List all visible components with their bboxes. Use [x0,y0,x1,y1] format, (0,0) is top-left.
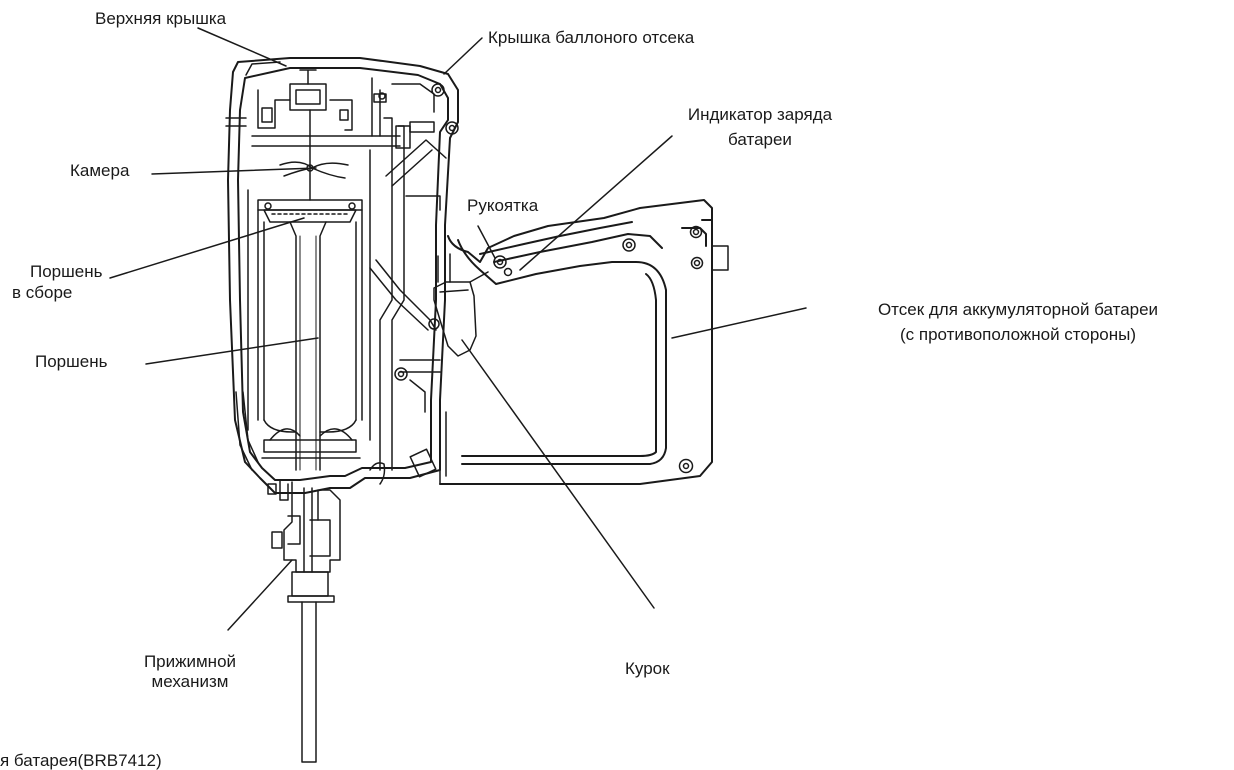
label-trigger: Курок [625,659,670,678]
contact-arm [267,479,341,763]
label-pressure-mechanism-line2: механизм [151,672,229,691]
leader-trigger [461,339,655,609]
leader-battery-indicator [519,135,673,271]
label-piston: Поршень [35,352,108,371]
cylinder-walls [247,149,371,459]
leader-piston-assembly [109,217,305,279]
label-pressure-mechanism-line1: Прижимной [143,652,237,671]
label-battery-compartment-line2: (с противоположной стороны) [899,325,1137,344]
leader-battery-compartment [671,307,807,339]
leader-cylinder-cover [443,37,483,75]
label-piston-assembly-line1: Поршень [30,262,103,281]
main-housing [227,57,459,494]
leader-chamber [151,167,317,175]
leader-handle [477,225,496,259]
leader-top-cover [197,27,287,67]
leader-pressure-mechanism [227,559,293,631]
label-battery-indicator-line2: батареи [728,130,792,149]
handle-frame [439,199,729,485]
chamber-fan [279,109,349,201]
leader-lines [109,27,807,631]
label-battery-indicator-line1: Индикатор заряда [687,105,833,124]
label-handle: Рукоятка [467,196,539,215]
label-cylinder-cover: Крышка баллоного отсека [488,28,695,47]
label-piston-assembly-line2: в сборе [12,283,73,302]
footer-battery-caption: я батарея(BRB7412) [0,751,162,770]
label-chamber: Камера [70,161,130,180]
frame-screws [493,225,704,474]
top-cover-cap [225,61,459,147]
piston-head [257,199,363,471]
lower-mount [369,411,447,485]
internal-linkage [369,117,447,478]
label-top-cover: Верхняя крышка [95,9,227,28]
label-battery-compartment-line1: Отсек для аккумуляторной батареи [877,300,1159,319]
leader-piston [145,337,319,365]
